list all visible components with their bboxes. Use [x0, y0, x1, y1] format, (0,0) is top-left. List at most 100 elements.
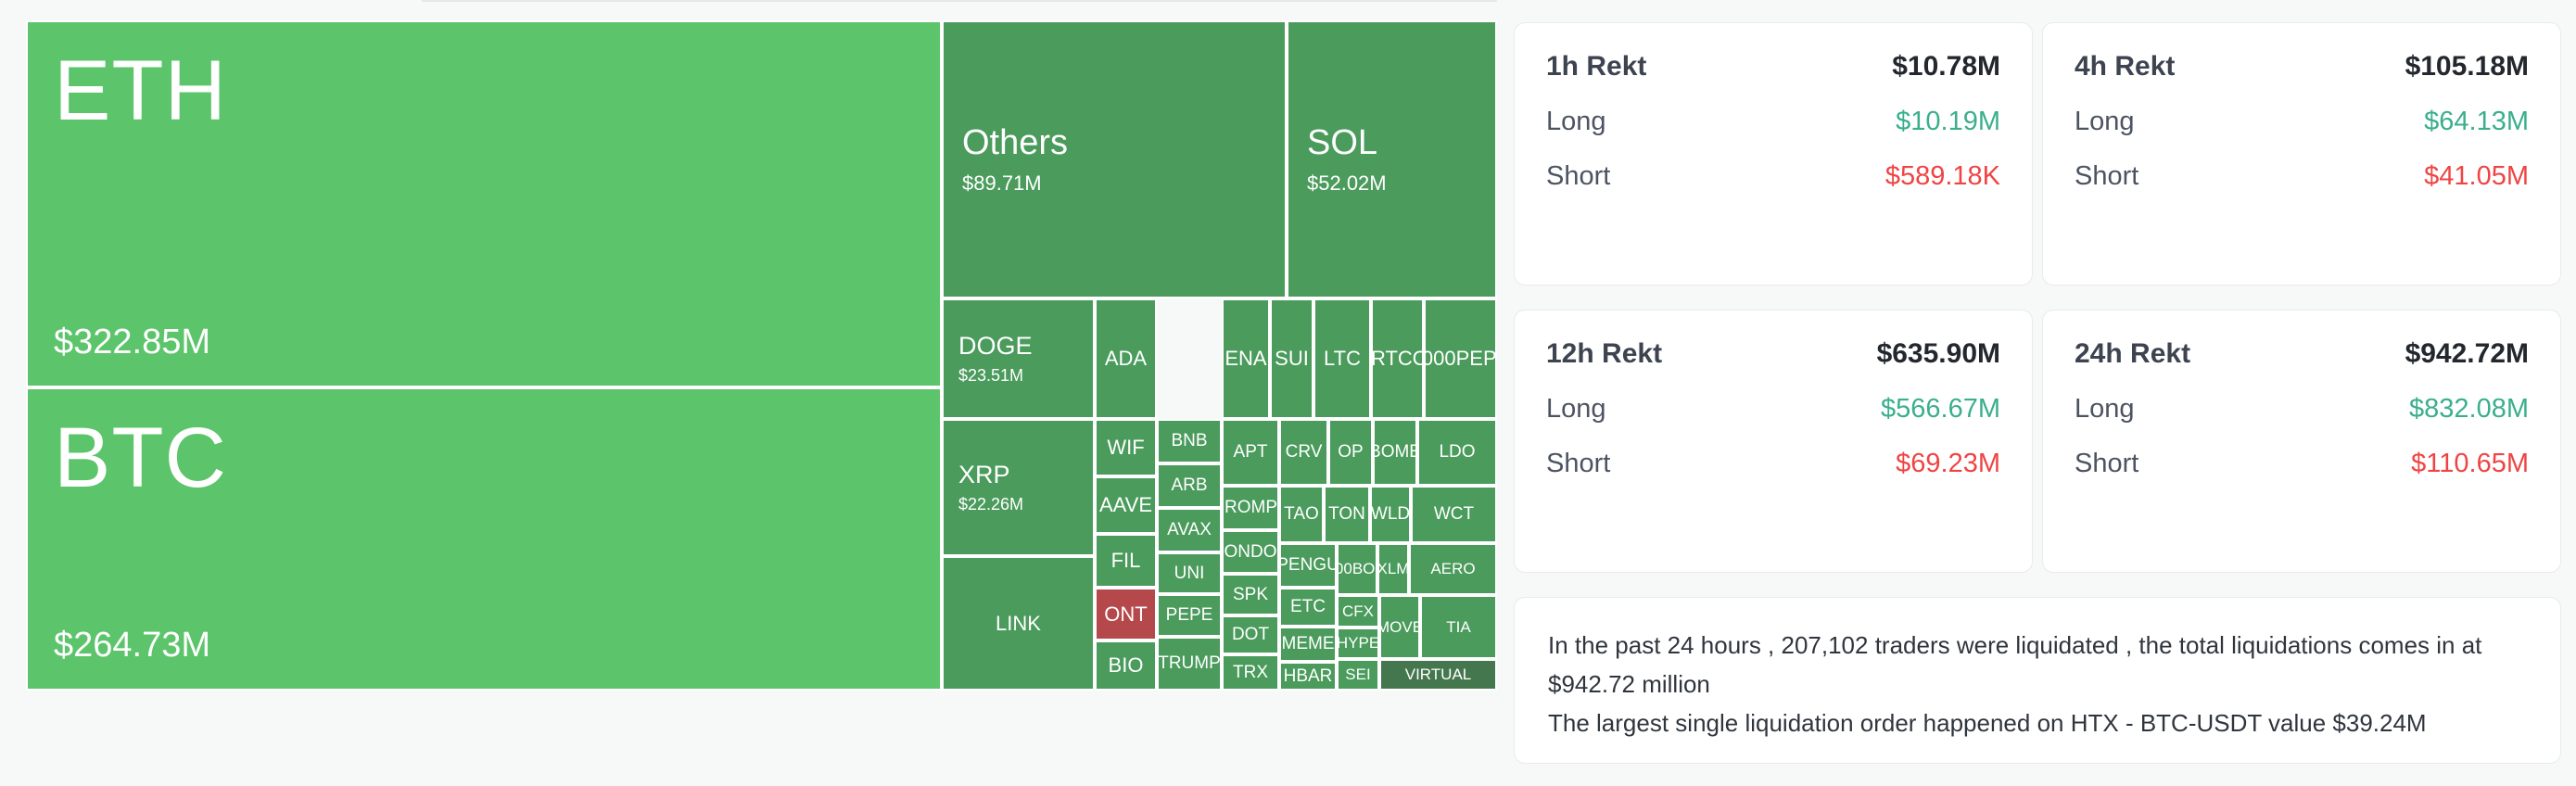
treemap-tile-ont[interactable]: ONT — [1095, 588, 1157, 640]
treemap-tile-ldo[interactable]: LDO — [1417, 419, 1497, 486]
treemap-tile-hype[interactable]: HYPE — [1337, 628, 1379, 659]
treemap-tile-fartcoin[interactable]: FARTCOIN — [1371, 298, 1424, 419]
treemap-tile-pepe[interactable]: PEPE — [1157, 594, 1222, 637]
liquidation-summary-card: In the past 24 hours , 207,102 traders w… — [1514, 597, 2561, 764]
treemap-tile-spk[interactable]: SPK — [1222, 574, 1279, 615]
treemap-tile-eth[interactable]: ETH$322.85M — [26, 20, 942, 387]
treemap-tile-ton[interactable]: TON — [1324, 486, 1370, 543]
tile-symbol: ENA — [1225, 347, 1267, 371]
tile-symbol: MEME — [1281, 634, 1335, 654]
tile-symbol: BOME — [1375, 442, 1415, 463]
treemap-tile-link[interactable]: LINK — [942, 556, 1095, 691]
treemap-tile-etc[interactable]: ETC — [1279, 588, 1337, 627]
summary-line-2: The largest single liquidation order hap… — [1548, 709, 2427, 738]
treemap-tile-tao[interactable]: TAO — [1279, 486, 1324, 543]
treemap-tile-virtual[interactable]: VIRTUAL — [1379, 659, 1497, 691]
tile-symbol: XRP — [958, 461, 1010, 489]
treemap-tile-pengu[interactable]: PENGU — [1279, 543, 1337, 588]
treemap-tile-fil[interactable]: FIL — [1095, 534, 1157, 588]
treemap-tile-sei[interactable]: SEI — [1337, 659, 1379, 691]
tile-symbol: BTC — [54, 411, 227, 505]
treemap-tile-hbar[interactable]: HBAR — [1279, 662, 1337, 691]
treemap-tile-bio[interactable]: BIO — [1095, 640, 1157, 691]
stat-card-1h-rekt[interactable]: 1h Rekt $10.78M Long $10.19M Short $589.… — [1514, 22, 2033, 285]
tile-symbol: SUI — [1275, 347, 1309, 371]
treemap-tile-btc[interactable]: BTC$264.73M — [26, 387, 942, 691]
treemap-tile-dot[interactable]: DOT — [1222, 615, 1279, 654]
tile-symbol: LINK — [996, 611, 1041, 635]
stat-row-long: Long $566.67M — [1546, 394, 2000, 425]
treemap-tile-1000bonk[interactable]: 1000BONK — [1337, 543, 1377, 595]
tile-symbol: XLM — [1377, 560, 1409, 578]
stat-card-4h-rekt[interactable]: 4h Rekt $105.18M Long $64.13M Short $41.… — [2042, 22, 2561, 285]
treemap-tile-cfx[interactable]: CFX — [1337, 595, 1379, 628]
treemap-tile-crv[interactable]: CRV — [1279, 419, 1328, 486]
tile-symbol: ETC — [1290, 597, 1326, 617]
treemap-tile-trx[interactable]: TRX — [1222, 654, 1279, 691]
treemap-tile-sui[interactable]: SUI — [1270, 298, 1313, 419]
tile-value: $23.51M — [958, 365, 1024, 385]
treemap-tile-bnb[interactable]: BNB — [1157, 419, 1222, 463]
tile-symbol: BNB — [1171, 431, 1208, 451]
tile-symbol: 1000PEPE — [1426, 347, 1497, 371]
treemap-tile-trump[interactable]: TRUMP — [1157, 637, 1222, 691]
treemap-tile-tia[interactable]: TIA — [1420, 595, 1497, 659]
treemap-tile-op[interactable]: OP — [1328, 419, 1373, 486]
treemap-tile-xrp[interactable]: XRP $22.26M — [942, 419, 1095, 556]
tile-symbol: FIL — [1110, 549, 1141, 573]
short-value: $110.65M — [2411, 449, 2529, 478]
treemap-tile-wct[interactable]: WCT — [1411, 486, 1497, 543]
short-label: Short — [1546, 449, 1611, 478]
tile-value: $22.26M — [958, 494, 1024, 513]
stat-row-long: Long $832.08M — [2075, 394, 2529, 425]
tile-symbol: CFX — [1342, 602, 1374, 620]
stat-row-long: Long $64.13M — [2075, 107, 2529, 137]
treemap-tile-xlm[interactable]: XLM — [1377, 543, 1409, 595]
treemap-tile-meme[interactable]: MEME — [1279, 627, 1337, 662]
short-value: $589.18K — [1884, 161, 2000, 191]
tile-symbol: LDO — [1439, 442, 1476, 463]
tile-symbol: TON — [1328, 504, 1365, 525]
tile-symbol: AAVE — [1098, 493, 1153, 517]
treemap-tile-uni[interactable]: UNI — [1157, 552, 1222, 594]
tile-symbol: CRV — [1285, 442, 1323, 463]
tile-symbol: AVAX — [1167, 520, 1212, 540]
treemap-tile-ondo[interactable]: ONDO — [1222, 530, 1279, 574]
short-label: Short — [2075, 161, 2139, 191]
tile-symbol: MOVE — [1381, 617, 1418, 636]
treemap-tile-apt[interactable]: APT — [1222, 419, 1279, 486]
treemap-tile-ena[interactable]: ENA — [1222, 298, 1270, 419]
short-value: $41.05M — [2424, 161, 2529, 191]
tile-value: $89.71M — [962, 171, 1042, 196]
summary-line-1: In the past 24 hours , 207,102 traders w… — [1548, 631, 2482, 699]
treemap-tile-wld[interactable]: WLD — [1370, 486, 1411, 543]
tile-symbol: PENGU — [1279, 555, 1337, 576]
tile-symbol: LTC — [1324, 347, 1361, 371]
treemap-tile-avax[interactable]: AVAX — [1157, 508, 1222, 552]
tile-symbol: PEPE — [1165, 605, 1213, 626]
short-value: $69.23M — [1896, 449, 2000, 478]
treemap-tile-aave[interactable]: AAVE — [1095, 476, 1157, 534]
long-value: $64.13M — [2424, 107, 2529, 136]
tile-symbol: WCT — [1433, 504, 1475, 525]
stat-card-24h-rekt[interactable]: 24h Rekt $942.72M Long $832.08M Short $1… — [2042, 310, 2561, 573]
treemap-tile-doge[interactable]: DOGE$23.51M — [942, 298, 1095, 419]
treemap-tile-arb[interactable]: ARB — [1157, 463, 1222, 508]
treemap-tile-move[interactable]: MOVE — [1379, 595, 1420, 659]
treemap-tile-bome[interactable]: BOME — [1373, 419, 1417, 486]
stat-title: 12h Rekt — [1546, 338, 1663, 369]
treemap-tile-wif[interactable]: WIF — [1095, 419, 1157, 476]
tile-symbol: TRX — [1233, 662, 1268, 682]
stat-card-12h-rekt[interactable]: 12h Rekt $635.90M Long $566.67M Short $6… — [1514, 310, 2033, 573]
treemap-tile-others[interactable]: Others$89.71M — [942, 20, 1287, 298]
tile-symbol: VIRTUAL — [1404, 666, 1472, 684]
treemap-tile-ltc[interactable]: LTC — [1313, 298, 1371, 419]
treemap-tile-aero[interactable]: AERO — [1409, 543, 1497, 595]
treemap-tile-sol[interactable]: SOL$52.02M — [1287, 20, 1497, 298]
treemap-tile-1000pepe[interactable]: 1000PEPE — [1424, 298, 1497, 419]
treemap-tile-prompt[interactable]: PROMPT — [1222, 486, 1279, 530]
long-label: Long — [2075, 107, 2135, 136]
treemap-tile-ada[interactable]: ADA — [1095, 298, 1157, 419]
